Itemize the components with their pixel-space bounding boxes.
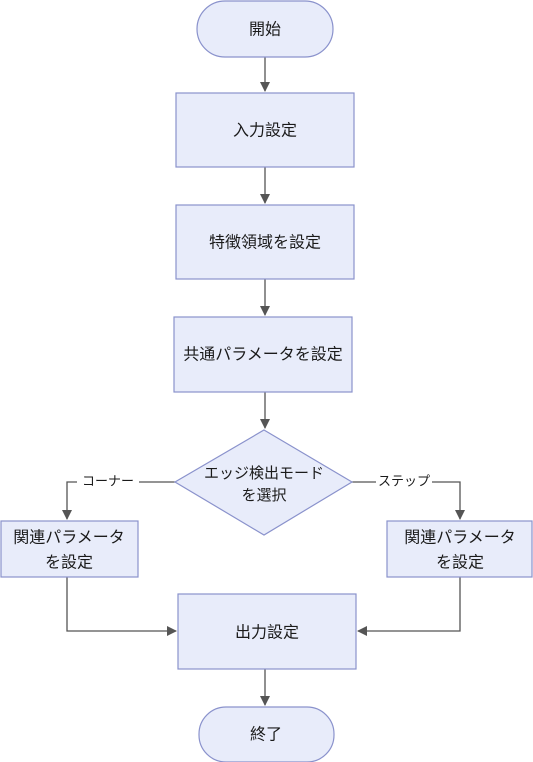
node-edge-mode-decision-label-line2: を選択 [241,486,286,504]
node-feature-region-settings-label: 特徴領域を設定 [209,233,321,252]
node-input-settings-label: 入力設定 [233,121,297,140]
node-output-settings-shape [177,593,357,670]
node-edge-mode-decision: エッジ検出モード を選択 [173,429,354,536]
node-related-params-step: 関連パラメータ を設定 [386,520,533,578]
node-end-label: 終了 [250,725,282,744]
node-common-params-settings-shape [173,316,353,393]
node-start: 開始 [196,0,334,58]
node-related-params-corner: 関連パラメータ を設定 [0,520,139,578]
node-common-params-settings-label: 共通パラメータを設定 [183,345,343,364]
edge-label-step-text: ステップ [378,475,430,490]
edge-corner-to-output [66,577,177,636]
node-related-params-corner-label-line2: を設定 [45,553,93,572]
node-related-params-step-label-line1: 関連パラメータ [404,528,516,547]
node-start-shape [196,0,334,58]
node-related-params-step-label-line2: を設定 [436,553,484,572]
node-output-settings: 出力設定 [177,593,357,670]
edge-step-to-output [357,577,461,636]
node-common-params-settings: 共通パラメータを設定 [173,316,353,393]
node-related-params-corner-label-line1: 関連パラメータ [13,528,125,547]
edge-label-step: ステップ [376,473,432,491]
node-edge-mode-decision-label-line1: エッジ検出モード [204,464,324,482]
node-input-settings-shape [175,92,355,168]
node-start-label: 開始 [249,20,281,39]
node-end: 終了 [198,706,335,762]
node-input-settings: 入力設定 [175,92,355,168]
edge-label-corner-text: コーナー [82,475,134,490]
node-end-shape [198,706,335,762]
edge-label-corner: コーナー [77,473,139,491]
node-related-params-step-shape [386,520,533,578]
node-related-params-corner-shape [0,520,139,578]
node-edge-mode-decision-shape [173,429,354,536]
node-feature-region-settings: 特徴領域を設定 [175,204,355,280]
node-feature-region-settings-shape [175,204,355,280]
node-output-settings-label: 出力設定 [235,623,299,642]
